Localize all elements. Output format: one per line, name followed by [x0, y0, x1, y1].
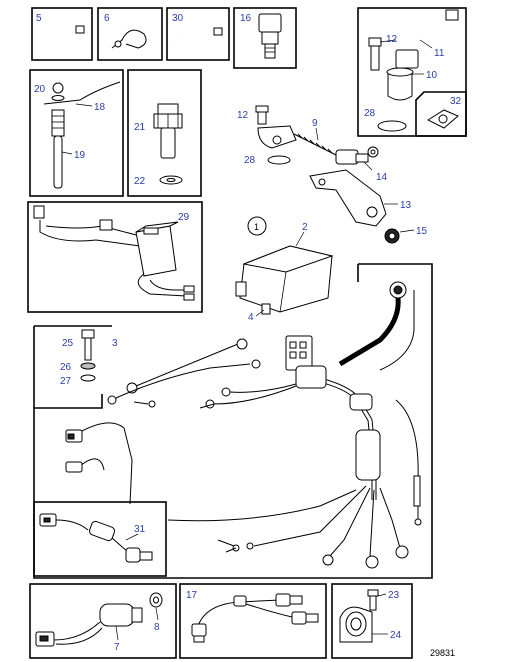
callout-23: 23: [388, 590, 400, 601]
diagram-reference-number: 29831: [430, 648, 455, 658]
panel-solenoid-7: 8 7: [29, 583, 177, 659]
callout-4: 4: [248, 312, 254, 323]
callout-1: 1: [254, 222, 259, 232]
callout-27: 27: [60, 376, 72, 387]
callout-11: 11: [434, 48, 445, 59]
callout-26: 26: [60, 362, 72, 373]
callout-8: 8: [154, 622, 160, 633]
callout-19: 19: [74, 150, 86, 161]
callout-13: 13: [400, 200, 412, 211]
main-wiring-harness: [65, 281, 422, 569]
callout-10: 10: [426, 70, 438, 81]
battery-cable-3: 3: [107, 338, 261, 408]
callout-29: 29: [178, 212, 190, 223]
callout-2: 2: [302, 222, 308, 233]
panel-sensor-cable-31: 31: [33, 501, 167, 577]
callout-30: 30: [172, 13, 184, 24]
callout-14: 14: [376, 172, 388, 183]
panel-gasket-32: 32: [415, 91, 467, 137]
callout-31: 31: [134, 524, 146, 535]
callout-22: 22: [134, 176, 146, 187]
callout-21: 21: [134, 122, 146, 133]
panel-temperature-sensor-21: 21 22: [127, 69, 202, 197]
callout-16: 16: [240, 13, 252, 24]
callout-25: 25: [62, 338, 74, 349]
group-sensor-cable-9: 12 28 9 14 13 15: [237, 105, 428, 244]
callout-17: 17: [186, 590, 198, 601]
panel-sensor-16: 16: [233, 7, 297, 69]
panel-glow-plug-19: 20 18 19: [29, 69, 124, 197]
callout-24: 24: [390, 630, 402, 641]
panel-sensor-assembly-10: 12 11 10 28: [357, 7, 467, 137]
callout-28b: 28: [244, 155, 256, 166]
panel-bracket-23-24: 23 24: [331, 583, 413, 659]
callout-12a: 12: [386, 34, 398, 45]
group-bolt-washers: 25 26 27: [33, 325, 112, 408]
panel-clamp-6: 6: [97, 7, 163, 61]
callout-5: 5: [36, 13, 42, 24]
callout-12b: 12: [237, 110, 249, 121]
callout-6: 6: [104, 13, 110, 24]
panel-cable-tie-5: 5: [31, 7, 93, 61]
main-harness-frame: [33, 263, 433, 579]
callout-20: 20: [34, 84, 46, 95]
panel-cable-tie-30: 30: [166, 7, 230, 61]
callout-18: 18: [94, 102, 106, 113]
callout-32: 32: [450, 96, 462, 107]
callout-9: 9: [312, 118, 318, 129]
callout-28a: 28: [364, 108, 376, 119]
control-unit-2: 1 2 4: [235, 216, 334, 323]
callout-3: 3: [112, 338, 118, 349]
callout-15: 15: [416, 226, 428, 237]
panel-sensor-harness-17: 17: [179, 583, 327, 659]
panel-cable-relay-29: 29: [27, 201, 203, 313]
callout-7: 7: [114, 642, 120, 653]
